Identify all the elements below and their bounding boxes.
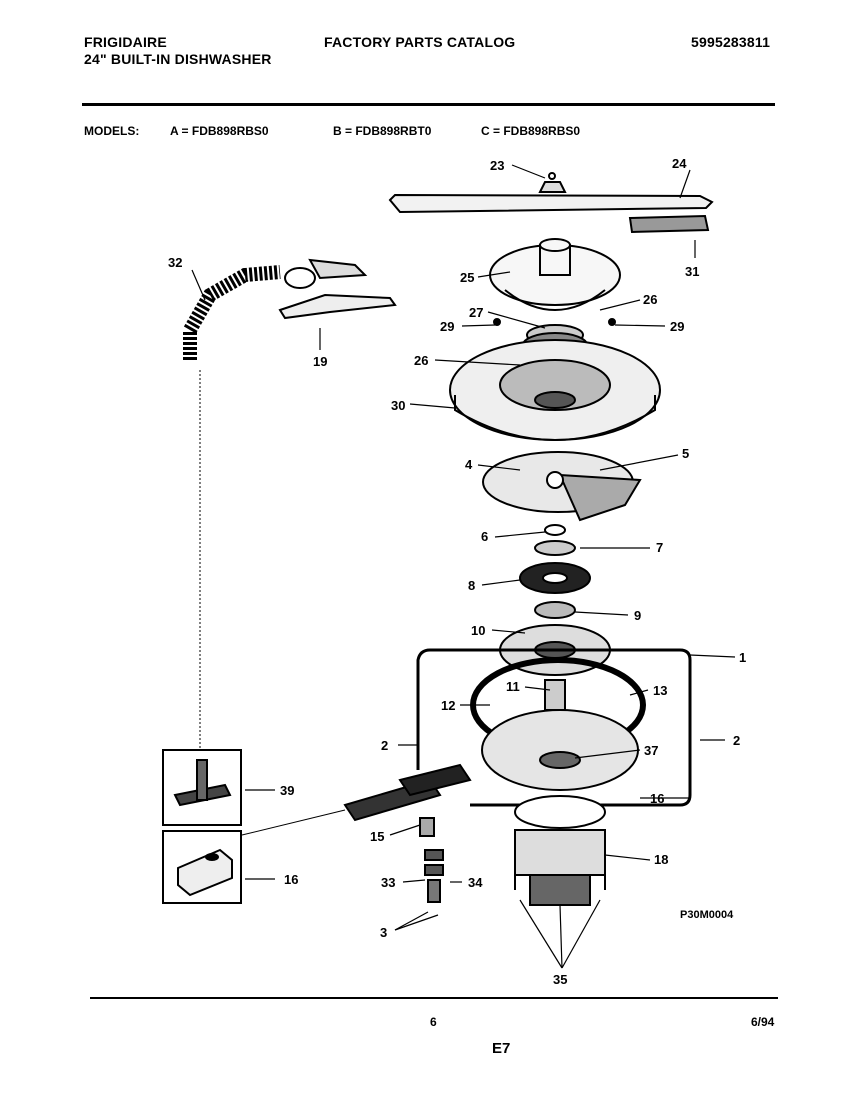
model-c: C = FDB898RBS0 [481,124,581,138]
callout-1: 1 [739,650,746,665]
callout-30: 30 [391,398,405,413]
impeller [482,451,642,522]
product-title: 24" BUILT-IN DISHWASHER [84,51,272,67]
callout-32: 32 [168,255,182,270]
callout-23: 23 [490,158,504,173]
brand-name: FRIGIDAIRE [84,34,167,50]
revision-date: 6/94 [751,1015,775,1029]
callout-26-top: 26 [643,292,657,307]
filter-base [449,339,661,441]
callout-2-left: 2 [381,738,388,753]
callout-10: 10 [471,623,485,638]
model-b: B = FDB898RBT0 [333,124,432,138]
callout-6: 6 [481,529,488,544]
callout-34: 34 [468,875,483,890]
leader-lines [191,164,736,969]
callout-19: 19 [313,354,327,369]
callout-2-right: 2 [733,733,740,748]
pump-motor [514,795,606,906]
header-rule [82,103,775,106]
heating-element [416,648,692,807]
page-number: 6 [430,1015,437,1029]
catalog-title: FACTORY PARTS CATALOG [324,34,516,50]
callout-12: 12 [441,698,455,713]
section-code: E7 [492,1040,511,1057]
callout-8: 8 [468,578,475,593]
footer-rule [90,997,778,999]
models-label: MODELS: [84,124,140,138]
callout-29-left: 29 [440,319,454,334]
callout-16-inset: 16 [284,872,298,887]
callout-15: 15 [370,829,384,844]
upper-spray-arm [388,172,714,234]
callout-27: 27 [469,305,483,320]
callout-4: 4 [465,457,473,472]
callout-35: 35 [553,972,567,987]
callout-33: 33 [381,875,395,890]
callout-29-right: 29 [670,319,684,334]
seal-stack [519,524,591,619]
callout-31: 31 [685,264,699,279]
model-a: A = FDB898RBS0 [170,124,269,138]
callout-39: 39 [280,783,294,798]
callout-26-mid: 26 [414,353,428,368]
wash-arm-hub [489,238,621,311]
callout-18: 18 [654,852,668,867]
callout-37: 37 [644,743,658,758]
lower-spray-arm [183,258,397,836]
callout-3: 3 [380,925,387,940]
callout-24: 24 [672,156,687,171]
callout-25: 25 [460,270,474,285]
callout-11: 11 [506,679,520,694]
sump [481,709,639,791]
document-number: 5995283811 [691,34,771,50]
callout-16-heater: 16 [650,791,664,806]
inset-boxes [162,749,242,904]
callout-13: 13 [653,683,667,698]
inlet-fittings [343,763,472,903]
callout-5: 5 [682,446,689,461]
callout-labels: 1 2 2 3 4 5 6 7 8 9 10 11 12 13 15 16 16… [168,156,746,987]
diagram-code: P30M0004 [680,909,734,921]
callout-7: 7 [656,540,663,555]
callout-9: 9 [634,608,641,623]
